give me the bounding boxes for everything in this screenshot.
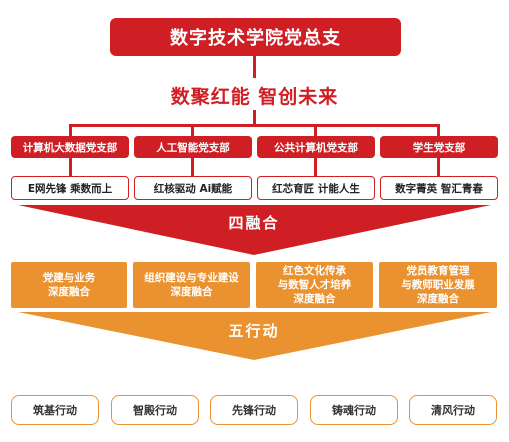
action-box-2: 智殿行动	[111, 395, 199, 425]
branch-motto-1: E网先锋 乘数而上	[11, 176, 129, 200]
action-box-5: 清风行动	[409, 395, 497, 425]
branch-title-2: 人工智能党支部	[134, 136, 252, 158]
branch-motto-2: 红核驱动 Ai赋能	[134, 176, 252, 200]
fusion-title: 四融合	[228, 213, 280, 232]
fusion-box-3: 红色文化传承 与数智人才培养 深度融合	[256, 262, 373, 308]
action-box-1: 筑基行动	[11, 395, 99, 425]
top-title: 数字技术学院党总支	[170, 28, 341, 49]
connector-line	[253, 110, 256, 124]
connector-line	[69, 124, 72, 136]
connector-line	[314, 158, 317, 176]
action-box-3: 先锋行动	[210, 395, 298, 425]
connector-line	[314, 124, 317, 136]
fusion-box-1: 党建与业务 深度融合	[11, 262, 127, 308]
connector-line	[69, 158, 72, 176]
connector-line	[69, 124, 440, 127]
fusion-box-2: 组织建设与专业建设 深度融合	[133, 262, 250, 308]
branch-title-4: 学生党支部	[380, 136, 498, 158]
connector-line	[437, 158, 440, 176]
fusion-box-4: 党员教育管理 与教师职业发展 深度融合	[379, 262, 497, 308]
connector-line	[253, 56, 256, 78]
action-box-4: 铸魂行动	[310, 395, 398, 425]
connector-line	[191, 124, 194, 136]
branch-title-3: 公共计算机党支部	[257, 136, 375, 158]
branch-motto-3: 红芯育匠 计能人生	[257, 176, 375, 200]
branch-title-1: 计算机大数据党支部	[11, 136, 129, 158]
connector-line	[191, 158, 194, 176]
slogan: 数聚红能 智创未来	[170, 85, 339, 108]
top-title-box: 数字技术学院党总支	[110, 18, 401, 56]
branch-motto-4: 数字菁英 智汇青春	[380, 176, 498, 200]
action-title: 五行动	[228, 321, 280, 340]
connector-line	[437, 124, 440, 136]
